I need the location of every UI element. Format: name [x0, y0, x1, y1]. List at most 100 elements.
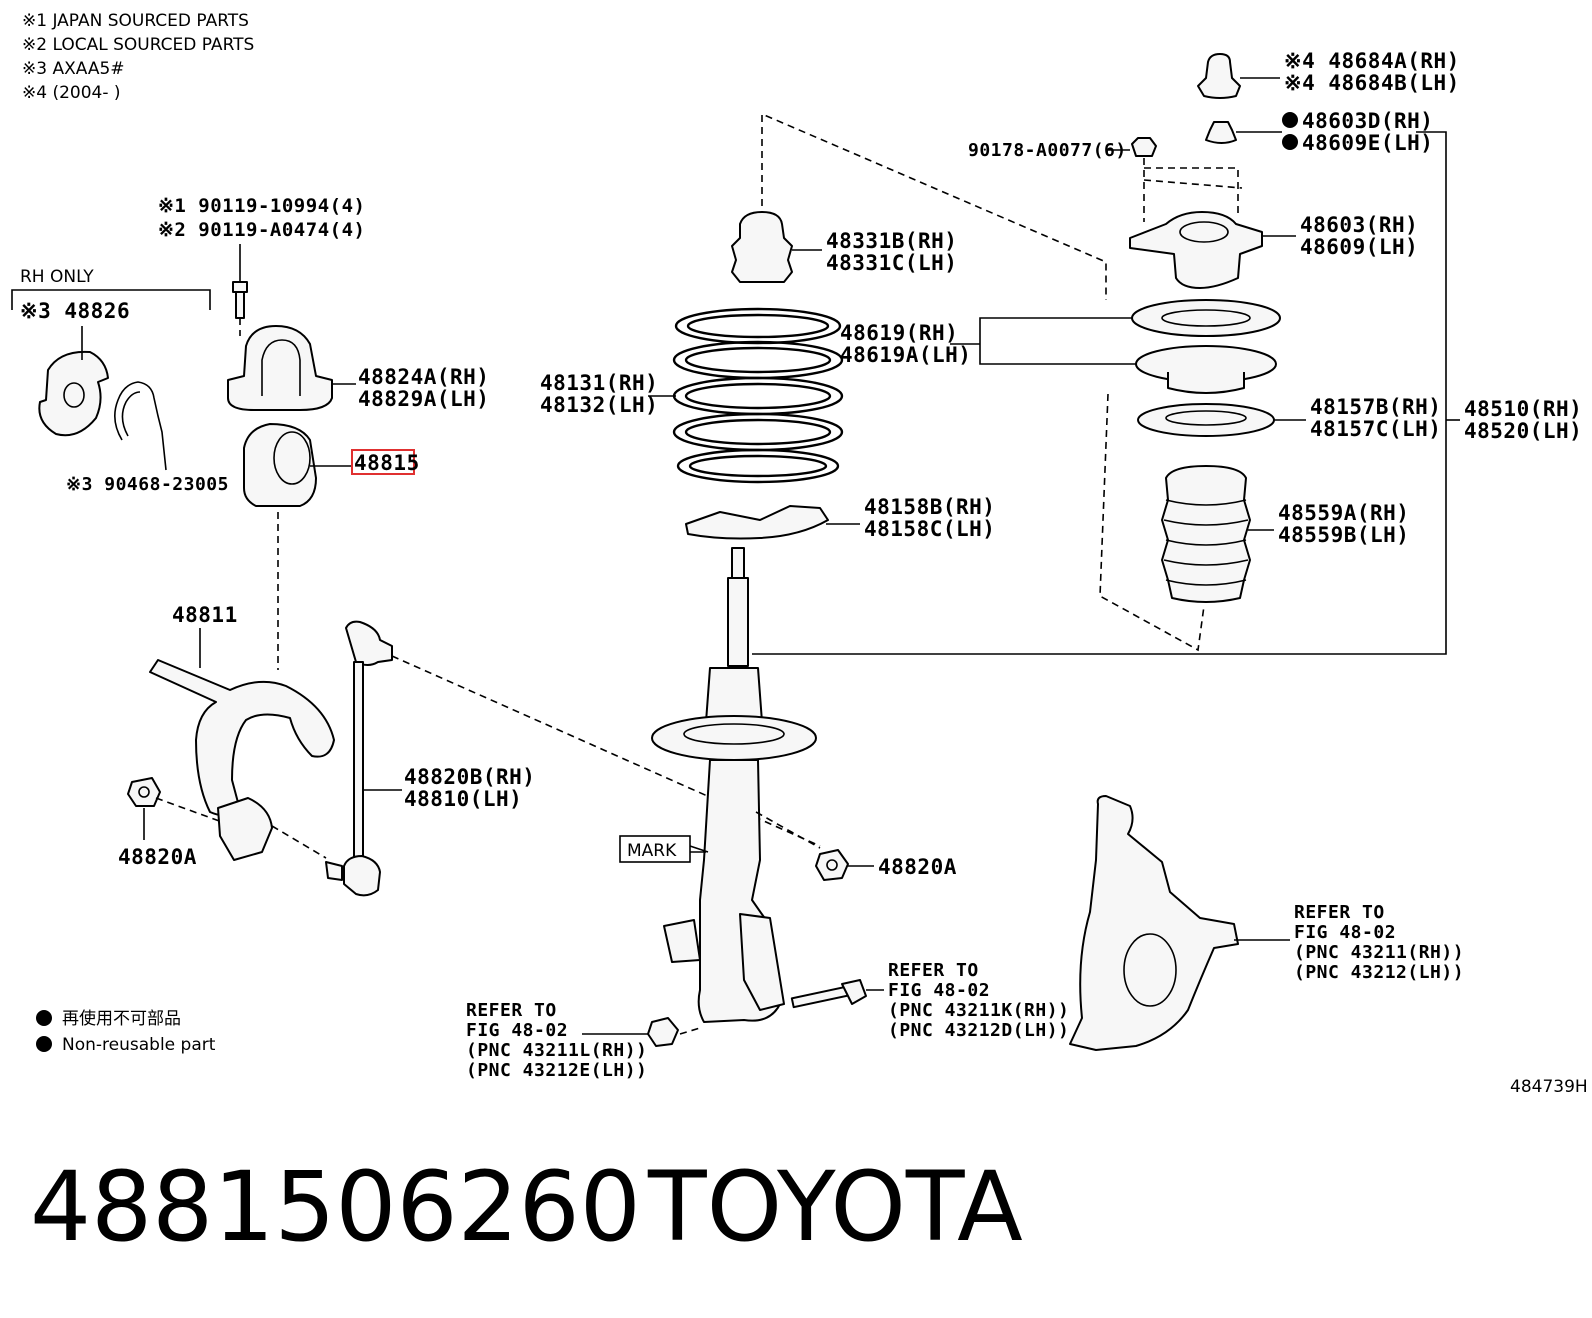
label-48520-lh: 48520(LH) — [1464, 419, 1582, 443]
highlight-box-48815 — [351, 449, 415, 475]
ref-bolt-head — [841, 979, 867, 1005]
notes-block: ※1 JAPAN SOURCED PARTS ※2 LOCAL SOURCED … — [22, 11, 254, 103]
label-48829a-lh: 48829A(LH) — [358, 387, 489, 411]
link-lower-joint — [343, 855, 381, 897]
ref-knuckle-line-4: (PNC 43212(LH)) — [1294, 962, 1464, 983]
upper-mount-assembly: ※4 48684A(RH) ※4 48684B(LH) 48603D(RH) 4… — [968, 49, 1460, 652]
link-lower-stud — [325, 861, 343, 881]
part-48559a-boot — [1161, 465, 1251, 603]
legend-en: Non-reusable part — [62, 1035, 216, 1055]
part-48603-mount — [1129, 211, 1263, 289]
label-48811: 48811 — [172, 603, 238, 627]
label-90468: ※3 90468-23005 — [66, 474, 229, 495]
link-upper-joint — [345, 620, 393, 666]
part-48603d-nut — [1205, 121, 1237, 144]
ref-knuckle-line-2: FIG 48-02 — [1294, 922, 1396, 943]
mark-box — [619, 835, 691, 863]
mount-dash-lines — [1143, 158, 1243, 222]
nonreusable-dot-48609e — [1282, 134, 1298, 150]
ref-knuckle-line-3: (PNC 43211(RH)) — [1294, 942, 1464, 963]
ref-bolt-line-2: FIG 48-02 — [888, 980, 990, 1001]
label-48603d-rh: 48603D(RH) — [1302, 109, 1433, 133]
label-48510-rh: 48510(RH) — [1464, 397, 1582, 421]
label-48609-lh: 48609(LH) — [1300, 235, 1418, 259]
rh-only-label: RH ONLY — [20, 267, 94, 287]
part-knuckle — [1069, 795, 1239, 1051]
rh-only-group: RH ONLY ※3 48826 ※3 90468-23005 — [11, 267, 229, 495]
shock-rod — [727, 577, 749, 667]
label-48157c-lh: 48157C(LH) — [1310, 417, 1441, 441]
label-48603-rh: 48603(RH) — [1300, 213, 1418, 237]
leader-mark — [689, 845, 709, 853]
part-90178-nut — [1131, 137, 1157, 157]
bearing-hole — [1165, 410, 1247, 426]
bolt-shaft — [235, 291, 245, 319]
label-48559a-rh: 48559A(RH) — [1278, 501, 1409, 525]
rh-only-bracket — [11, 289, 211, 310]
bracket-inner-curve — [261, 339, 301, 396]
link-rod — [353, 661, 364, 863]
ref-nut-line-1: REFER TO — [466, 1000, 557, 1021]
label-48824a-rh: 48824A(RH) — [358, 365, 489, 389]
figure-id: 484739H — [1510, 1077, 1588, 1097]
reference-knuckle: REFER TO FIG 48-02 (PNC 43211(RH)) (PNC … — [1069, 795, 1464, 1051]
legend: 再使用不可部品 Non-reusable part — [36, 1008, 216, 1055]
reference-bolt-nut: REFER TO FIG 48-02 (PNC 43211K(RH)) (PNC… — [466, 960, 1069, 1081]
part-90468-clip — [114, 381, 167, 471]
label-48559b-lh: 48559B(LH) — [1278, 523, 1409, 547]
ref-knuckle-text: REFER TO FIG 48-02 (PNC 43211(RH)) (PNC … — [1294, 902, 1464, 983]
label-48131-rh: 48131(RH) — [540, 371, 658, 395]
part-48826-shield — [38, 350, 109, 437]
label-48820b-rh: 48820B(RH) — [404, 765, 535, 789]
shock-absorber: MARK 48510(RH) 48520(LH) — [619, 131, 1582, 1023]
legend-jp: 再使用不可部品 — [62, 1008, 181, 1029]
shock-bracket-left — [663, 919, 701, 963]
part-48331b-bumper — [731, 211, 793, 283]
ref-bolt-text: REFER TO FIG 48-02 (PNC 43211K(RH)) (PNC… — [888, 960, 1069, 1041]
label-48331b-rh: 48331B(RH) — [826, 229, 957, 253]
label-48609e-lh: 48609E(LH) — [1302, 131, 1433, 155]
shock-spring-seat — [651, 715, 817, 761]
label-48619a-lh: 48619A(LH) — [840, 343, 971, 367]
part-48820a-nut-right — [815, 849, 849, 881]
label-48820a-left: 48820A — [118, 845, 197, 869]
note-2: ※2 LOCAL SOURCED PARTS — [22, 35, 254, 55]
mark-label: MARK — [627, 841, 677, 861]
part-48820a-nut-left — [127, 777, 161, 807]
label-48810-lh: 48810(LH) — [404, 787, 522, 811]
label-90178: 90178-A0077(6) — [968, 140, 1127, 161]
ref-nut-line-3: (PNC 43211L(RH)) — [466, 1040, 647, 1061]
label-bolt-1: ※1 90119-10994(4) — [158, 195, 365, 217]
part-48131-coil-spring — [672, 307, 844, 484]
nut-right-assembly: 48820A — [815, 849, 956, 881]
knuckle-bore — [1123, 933, 1177, 1007]
shock-rod-top — [731, 547, 745, 579]
label-48815: 48815 — [354, 451, 420, 475]
part-48826-hole — [63, 382, 85, 408]
leader-48510-bracket — [752, 131, 1447, 655]
ref-nut — [647, 1017, 679, 1047]
part-48157b-bearing — [1137, 403, 1275, 437]
label-48684b-lh: ※4 48684B(LH) — [1284, 71, 1460, 95]
ref-bolt-line-1: REFER TO — [888, 960, 979, 981]
bumper-assembly: 48331B(RH) 48331C(LH) — [731, 112, 1107, 300]
bushing-hole — [273, 431, 311, 485]
brand-caption: TOYOTA — [647, 1151, 1023, 1263]
note-3: ※3 AXAA5# — [22, 59, 125, 79]
label-bolt-2: ※2 90119-A0474(4) — [158, 219, 365, 241]
nut-left-hole — [138, 786, 150, 798]
stabilizer-end-bracket — [217, 797, 273, 861]
ref-nut-text: REFER TO FIG 48-02 (PNC 43211L(RH)) (PNC… — [466, 1000, 647, 1081]
part-48824a-bracket — [227, 325, 333, 411]
ref-nut-dash — [679, 1027, 701, 1035]
nonreusable-dot-48603d — [1282, 112, 1298, 128]
boot-dash-frame — [1099, 393, 1205, 652]
legend-dot-jp — [36, 1010, 52, 1026]
part-48811-bar — [149, 659, 335, 817]
stabilizer-dash — [271, 825, 327, 859]
shock-upper-body — [705, 667, 763, 723]
bracket-assembly: ※1 90119-10994(4) ※2 90119-A0474(4) 4882… — [158, 195, 489, 670]
note-4: ※4 (2004- ) — [22, 83, 121, 103]
ref-bolt-line-3: (PNC 43211K(RH)) — [888, 1000, 1069, 1021]
